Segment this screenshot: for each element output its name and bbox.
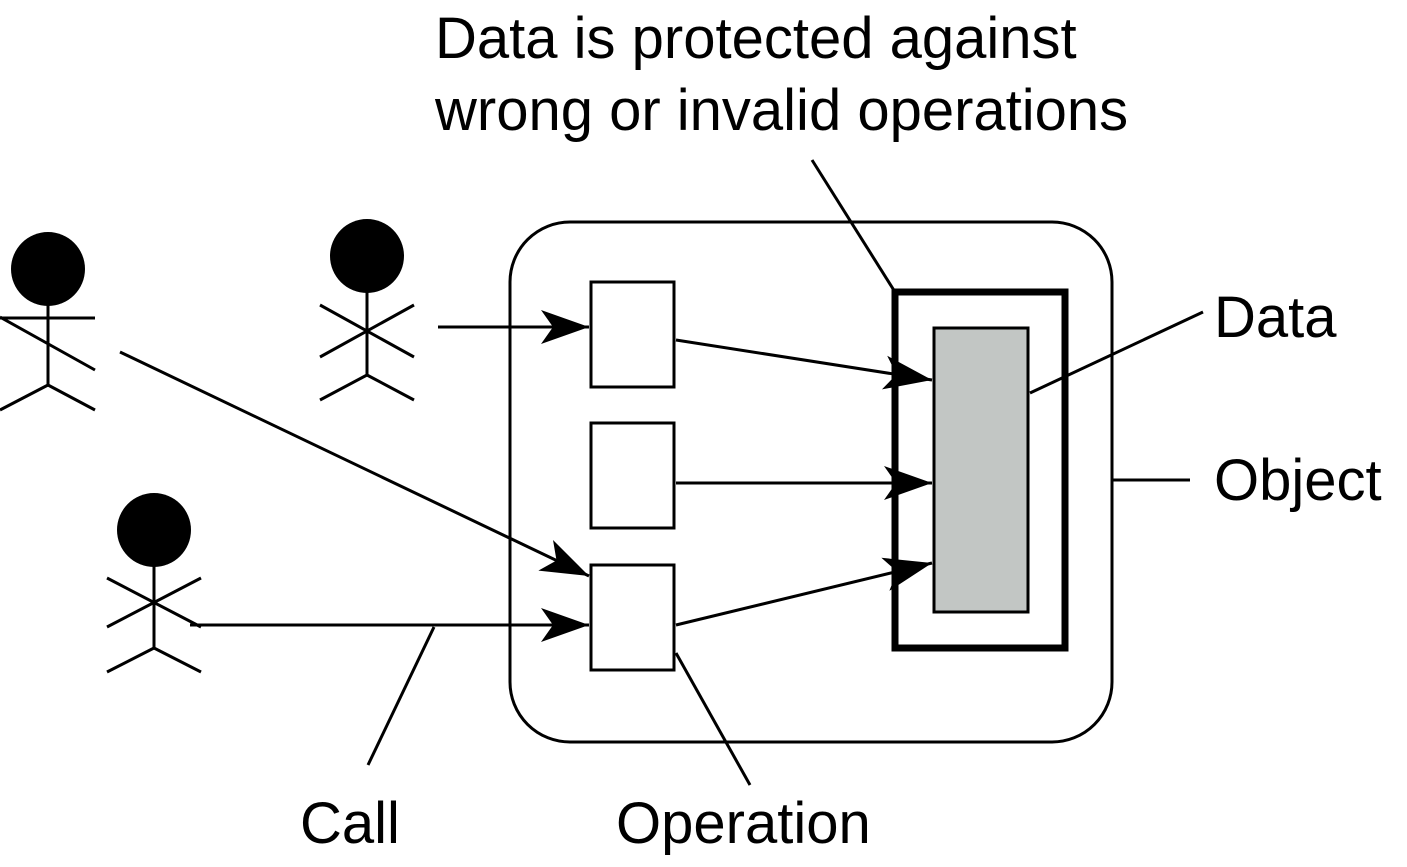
- call-label: Call: [300, 791, 400, 856]
- data-store: [932, 326, 1030, 614]
- protection-leader: [810, 159, 897, 293]
- user-icon: [106, 493, 202, 674]
- call-leader: [366, 626, 436, 766]
- operation-box-3: [589, 563, 676, 672]
- data-leader: [1029, 310, 1204, 395]
- operation-leader: [674, 652, 752, 786]
- protection-label-line2: wrong or invalid operations: [434, 78, 1128, 143]
- user-icon: [0, 232, 96, 412]
- object-label: Object: [1214, 448, 1382, 513]
- call-arrow-2: [119, 350, 590, 578]
- user-icon: [319, 219, 415, 402]
- operation-box-2: [589, 421, 676, 530]
- operation-box-1: [589, 280, 676, 389]
- operation-arrow-1: [675, 338, 933, 390]
- operation-arrow-3: [675, 557, 933, 627]
- operation-label: Operation: [616, 791, 871, 856]
- object-container: [508, 220, 1114, 744]
- protection-label-line1: Data is protected against: [435, 6, 1077, 71]
- data-label: Data: [1214, 285, 1337, 350]
